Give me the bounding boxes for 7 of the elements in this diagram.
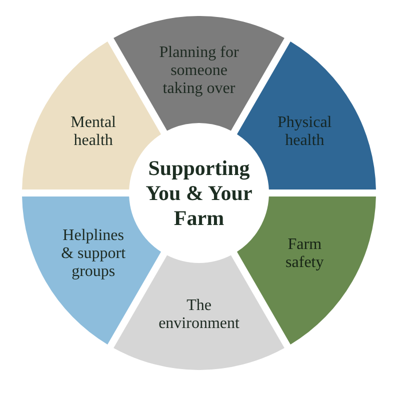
segment-label: Physical health [276,114,333,150]
segment-label: Planning for someone taking over [159,44,239,98]
center-title: Supporting You & Your Farm [144,156,254,230]
segment-label: Mental health [70,114,117,150]
segment-label: Helplines & support groups [60,227,127,281]
segment-label: The environment [158,297,240,333]
segment-label: Farm safety [284,236,325,272]
